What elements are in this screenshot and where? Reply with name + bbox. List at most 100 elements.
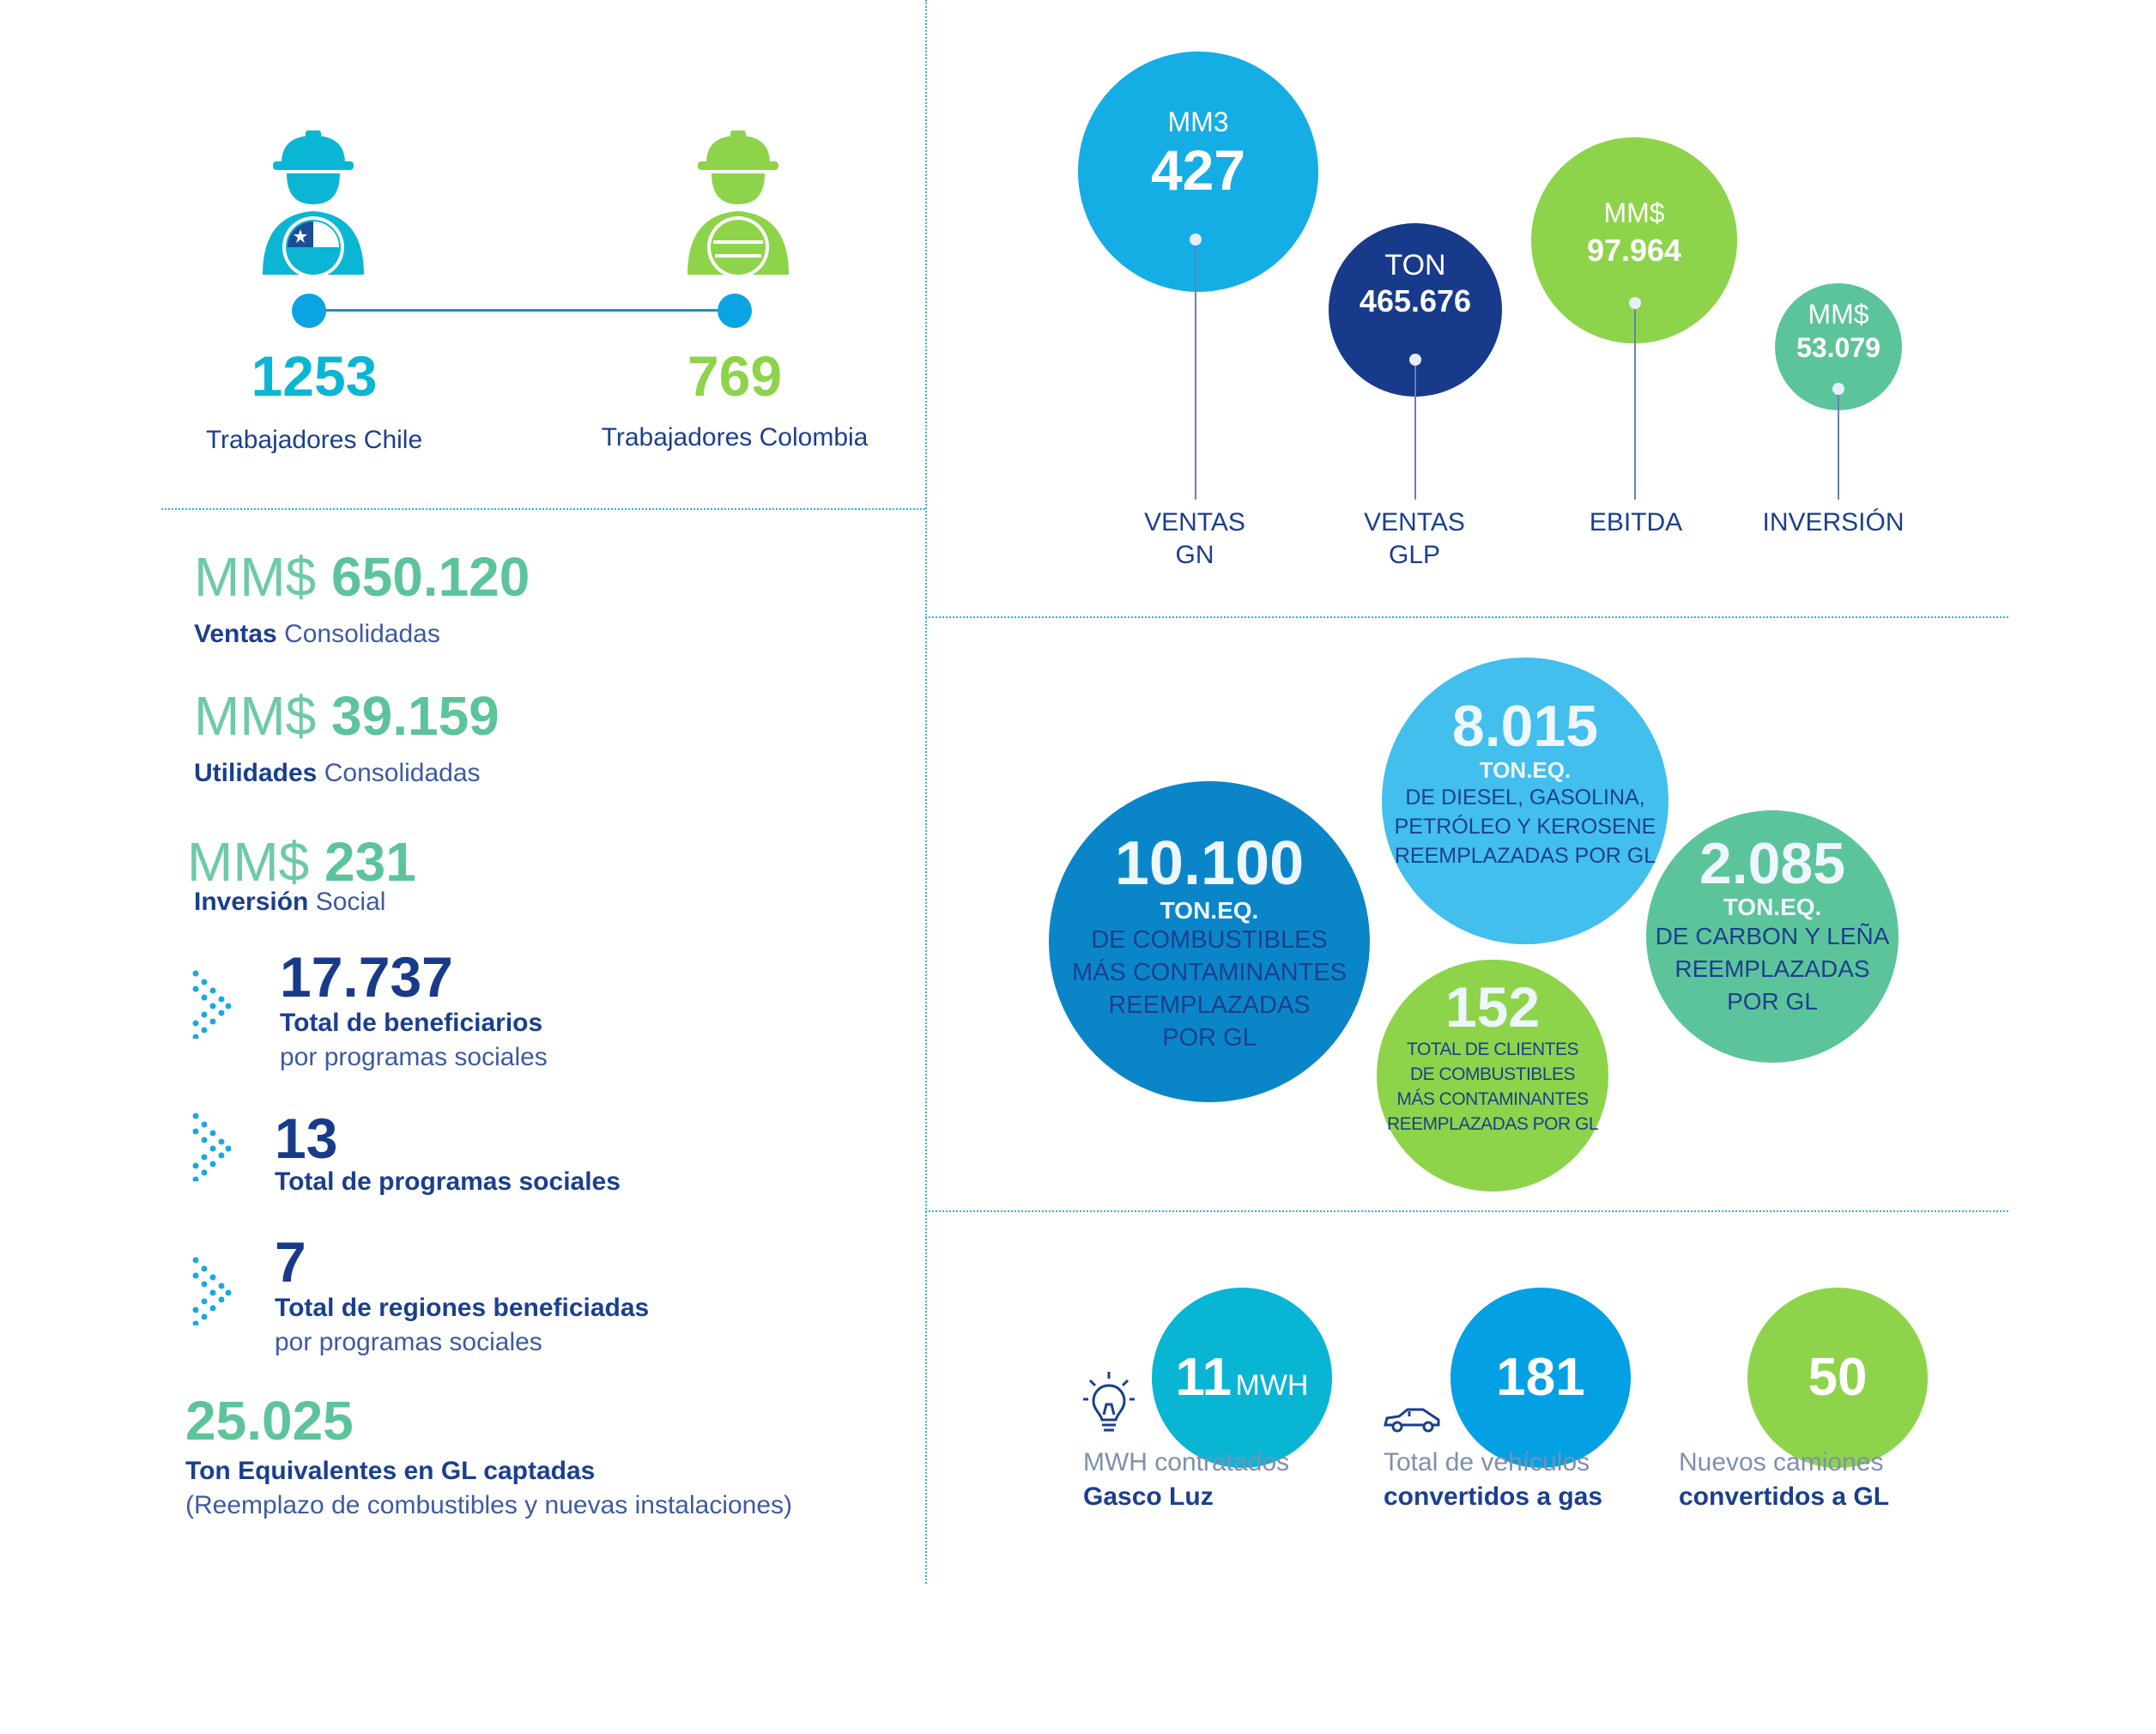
workers-connector-line: [309, 309, 738, 312]
bubble-line: PETRÓLEO Y KEROSENE: [1394, 815, 1656, 839]
ton-gl-label-rest: (Reemplazo de combustibles y nuevas inst…: [185, 1491, 793, 1519]
camiones-label-bold: convertidos a GL: [1679, 1482, 1890, 1511]
circle-mwh: 11 MWH: [1152, 1288, 1332, 1468]
utilidades-prefix: MM$: [194, 685, 317, 747]
inversion-social-prefix: MM$: [187, 831, 310, 893]
bubble-line: REEMPLAZADAS: [1108, 991, 1311, 1019]
bubble-unit: TON.EQ.: [1723, 894, 1822, 920]
bubble-value: 10.100: [1114, 829, 1305, 898]
bubble-line: DE COMBUSTIBLES: [1409, 1064, 1576, 1084]
vehiculos-label: Total de vehículos convertidos a gas: [1384, 1446, 1602, 1514]
kpi-unit: TON: [1384, 249, 1446, 282]
workers-connector-dot-left: [292, 294, 326, 328]
beneficiarios-value: 17.737: [280, 945, 453, 1009]
regiones-label: Total de regiones beneficiadas por progr…: [275, 1291, 649, 1360]
workers-chile-label: Trabajadores Chile: [205, 426, 423, 454]
kpi-stem: [1414, 366, 1416, 500]
bubble-carbon-lena: 2.085 TON.EQ. DE CARBON Y LEÑA REEMPLAZA…: [1646, 810, 1899, 1063]
bubble-line: DE CARBON Y LEÑA: [1655, 923, 1890, 949]
bubble-value: 152: [1444, 975, 1541, 1039]
regiones-label-rest: por programas sociales: [275, 1328, 542, 1356]
kpi-unit: MM$: [1603, 197, 1665, 228]
kpi-dot: [1629, 297, 1641, 309]
ton-gl-value: 25.025: [185, 1390, 354, 1452]
vertical-divider: [925, 0, 927, 1584]
bubble-line: DE DIESEL, GASOLINA,: [1405, 785, 1645, 809]
mwh-label-light: MWH contratados: [1083, 1448, 1290, 1476]
right-horizontal-divider-1: [925, 616, 2008, 618]
mwh-label-bold: Gasco Luz: [1083, 1482, 1214, 1511]
lightbulb-icon: [1083, 1372, 1135, 1432]
utilidades-label-rest: Consolidadas: [324, 759, 481, 787]
bubble-text: TOTAL DE CLIENTES DE COMBUSTIBLES MÁS CO…: [1377, 1037, 1608, 1137]
ventas-number: 650.120: [331, 546, 530, 608]
programas-value: 13: [275, 1106, 338, 1170]
circle-camiones: 50: [1747, 1288, 1928, 1468]
ventas-value: MM$ 650.120: [194, 545, 530, 609]
camiones-value: 50: [1808, 1348, 1868, 1407]
utilidades-value: MM$ 39.159: [194, 684, 500, 748]
ton-gl-label-bold: Ton Equivalentes en GL captadas: [185, 1457, 596, 1485]
bubble-text: DE CARBON Y LEÑA REEMPLAZADAS POR GL: [1646, 920, 1899, 1018]
inversion-social-number: 231: [324, 831, 416, 893]
car-icon: [1384, 1408, 1440, 1433]
workers-chile-value: 1253: [251, 344, 378, 408]
bubble-line: POR GL: [1162, 1024, 1257, 1052]
kpi-caption-ventas-gn: VENTAS GN: [1109, 506, 1281, 572]
kpi-circle-ventas-glp: TON 465.676: [1329, 223, 1502, 397]
bubble-line: MÁS CONTAMINANTES: [1071, 959, 1348, 986]
inversion-social-label: Inversión Social: [194, 888, 385, 917]
bubble-line: MÁS CONTAMINANTES: [1396, 1089, 1589, 1109]
bubble-combustibles: 10.100 TON.EQ. DE COMBUSTIBLES MÁS CONTA…: [1049, 781, 1370, 1102]
bubble-diesel-gasolina: 8.015 TON.EQ. DE DIESEL, GASOLINA, PETRÓ…: [1382, 658, 1668, 944]
ventas-label: Ventas Consolidadas: [194, 620, 440, 649]
bubble-line: REEMPLAZADAS POR GL: [1394, 844, 1656, 868]
utilidades-number: 39.159: [331, 685, 500, 747]
kpi-unit: MM$: [1808, 299, 1869, 330]
workers-connector-dot-right: [718, 294, 752, 328]
kpi-caption-line1: VENTAS: [1364, 508, 1465, 537]
camiones-label: Nuevos camiones convertidos a GL: [1679, 1446, 1889, 1514]
regiones-label-bold: Total de regiones beneficiadas: [275, 1294, 650, 1322]
kpi-value: 97.964: [1586, 233, 1682, 268]
kpi-dot: [1409, 354, 1421, 366]
bubble-line: DE COMBUSTIBLES: [1091, 926, 1328, 954]
kpi-caption-line1: INVERSIÓN: [1762, 508, 1905, 537]
kpi-dot: [1832, 383, 1844, 395]
left-horizontal-divider: [161, 508, 925, 510]
beneficiarios-label-rest: por programas sociales: [280, 1043, 548, 1071]
bubble-total-clientes: 152 TOTAL DE CLIENTES DE COMBUSTIBLES MÁ…: [1377, 960, 1608, 1191]
kpi-stem: [1195, 246, 1196, 500]
kpi-caption-inversion: INVERSIÓN: [1739, 506, 1928, 539]
kpi-caption-line1: VENTAS: [1144, 508, 1245, 537]
kpi-value: 465.676: [1359, 283, 1472, 318]
dotted-chevron-icon-2: [192, 1113, 232, 1181]
mwh-label: MWH contratados Gasco Luz: [1083, 1446, 1289, 1514]
kpi-value: 53.079: [1796, 332, 1880, 363]
workers-colombia-value: 769: [687, 344, 783, 408]
regiones-value: 7: [275, 1230, 306, 1294]
kpi-unit: MM3: [1167, 106, 1229, 137]
beneficiarios-label-bold: Total de beneficiarios: [280, 1009, 543, 1037]
bubble-text: DE COMBUSTIBLES MÁS CONTAMINANTES REEMPL…: [1049, 924, 1370, 1054]
kpi-caption-line2: GN: [1175, 541, 1214, 569]
kpi-caption-ebitda: EBITDA: [1550, 506, 1722, 539]
kpi-stem: [1634, 309, 1636, 500]
vehiculos-value: 181: [1496, 1348, 1585, 1407]
bubble-unit: TON.EQ.: [1479, 757, 1572, 783]
dotted-chevron-icon-1: [192, 970, 232, 1039]
beneficiarios-label: Total de beneficiarios por programas soc…: [280, 1006, 548, 1075]
programas-label: Total de programas sociales: [275, 1167, 621, 1197]
vehiculos-label-bold: convertidos a gas: [1384, 1482, 1603, 1511]
vehiculos-label-light: Total de vehículos: [1384, 1448, 1590, 1476]
inversion-social-label-rest: Social: [315, 888, 386, 916]
kpi-caption-ventas-glp: VENTAS GLP: [1329, 506, 1500, 572]
bubble-value: 2.085: [1699, 831, 1846, 896]
kpi-circle-ventas-gn: MM3 427: [1078, 52, 1318, 292]
ton-gl-label: Ton Equivalentes en GL captadas (Reempla…: [185, 1454, 792, 1523]
bubble-unit: TON.EQ.: [1160, 897, 1259, 924]
utilidades-label-bold: Utilidades: [194, 759, 318, 787]
kpi-value: 427: [1150, 138, 1246, 202]
worker-chile-icon: [263, 130, 364, 278]
dotted-chevron-icon-3: [192, 1257, 232, 1325]
